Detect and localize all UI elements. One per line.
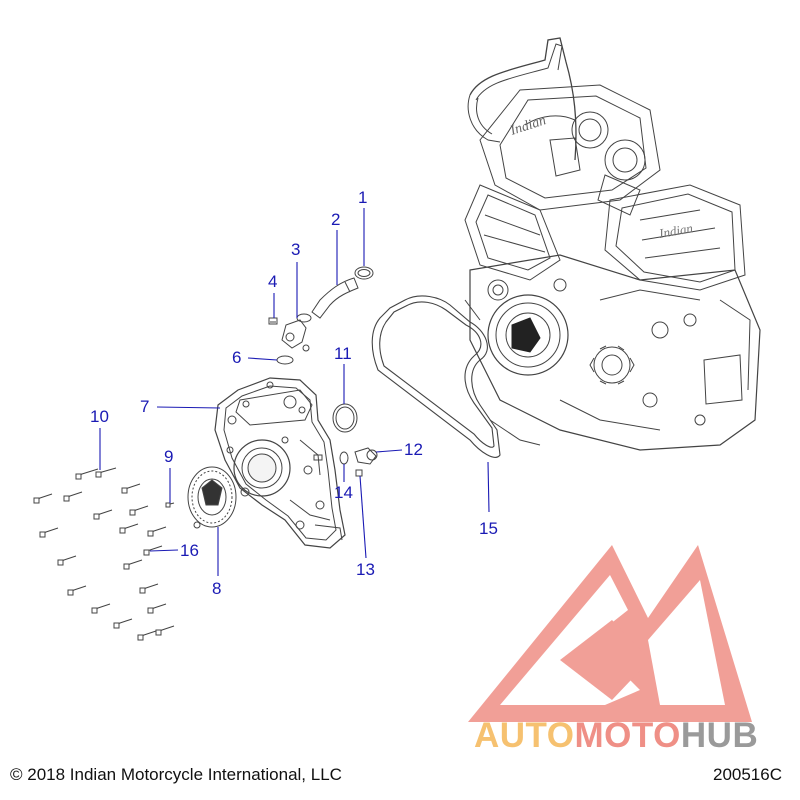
engine-assembly: Indian Indian (464, 37, 761, 451)
callout-8: 8 (212, 579, 222, 598)
oil-pump-gear (187, 466, 237, 529)
callout-10: 10 (90, 407, 109, 426)
callout-12: 12 (404, 440, 423, 459)
callout-9: 9 (164, 447, 174, 466)
watermark-moto: MOTO (574, 716, 681, 755)
callout-6: 6 (232, 348, 242, 367)
front-cover (214, 377, 346, 549)
callout-2: 2 (331, 210, 341, 229)
watermark-hub: HUB (680, 716, 759, 755)
watermark-text: AUTOMOTOHUB (474, 716, 758, 756)
copyright-notice: © 2018 Indian Motorcycle International, … (10, 765, 342, 784)
callout-1: 1 (358, 188, 368, 207)
callout-15: 15 (479, 519, 498, 538)
leader-lines (99, 208, 490, 576)
watermark-auto: AUTO (474, 716, 575, 755)
callout-4: 4 (268, 272, 278, 291)
bolts-group (33, 467, 175, 641)
callout-14: 14 (334, 483, 353, 502)
watermark-logo (468, 545, 752, 722)
callout-16: 16 (180, 541, 199, 560)
callout-7: 7 (140, 397, 150, 416)
hose-parts (268, 266, 378, 477)
callout-11: 11 (334, 344, 352, 363)
diagram-code: 200516C (712, 765, 782, 784)
gasket (371, 295, 501, 458)
callout-3: 3 (291, 240, 301, 259)
svg-text:Indian: Indian (657, 220, 694, 241)
callout-13: 13 (356, 560, 375, 579)
svg-text:Indian: Indian (508, 113, 548, 139)
